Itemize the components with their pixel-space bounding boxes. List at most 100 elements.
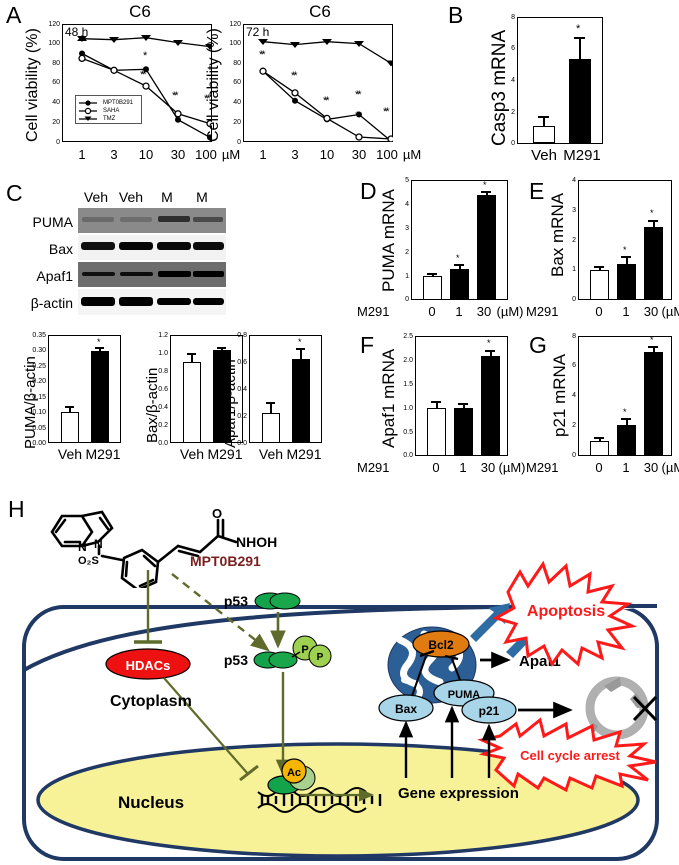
xtick: 30 bbox=[170, 147, 186, 162]
significance-marker: * bbox=[483, 180, 486, 190]
node-label-hdacs: HDACs bbox=[126, 658, 171, 673]
error-cap bbox=[296, 348, 305, 350]
xtick: M291 bbox=[85, 446, 121, 462]
bar-0um bbox=[427, 408, 446, 456]
panel-letter-f: F bbox=[360, 332, 375, 358]
bar-30um bbox=[481, 356, 500, 456]
structure-label-sulfonyl: O₂S bbox=[78, 555, 99, 567]
node-label-p53-top: p53 bbox=[224, 593, 248, 609]
error-bar bbox=[270, 402, 272, 414]
ytick: 0.6 bbox=[237, 359, 247, 366]
bar-veh bbox=[183, 362, 201, 443]
ytick: 0 bbox=[405, 296, 409, 303]
error-cap bbox=[648, 346, 658, 348]
node-label-p21: p21 bbox=[479, 704, 500, 718]
lane-label: Veh bbox=[83, 189, 109, 205]
ytick: 0 bbox=[511, 140, 515, 147]
blot-label-puma: PUMA bbox=[32, 214, 73, 230]
legend-item-label: SAHA bbox=[103, 108, 120, 114]
error-bar bbox=[221, 347, 223, 351]
ytick: 3 bbox=[405, 225, 409, 232]
error-cap bbox=[648, 220, 658, 222]
panel-letter-d: D bbox=[360, 178, 377, 204]
xtick: M291 bbox=[286, 446, 322, 462]
error-bar bbox=[599, 266, 601, 271]
significance-marker: ** bbox=[355, 89, 361, 101]
xaxis-unit: µM bbox=[402, 147, 422, 162]
error-bar bbox=[191, 353, 193, 363]
significance-marker: * bbox=[623, 407, 626, 417]
ytick: 120 bbox=[229, 21, 241, 28]
error-cap bbox=[485, 350, 495, 352]
ytick: 4 bbox=[511, 77, 515, 84]
blot-label-apaf1: Apaf1 bbox=[36, 268, 73, 284]
panel-letter-a: A bbox=[6, 2, 22, 28]
ytick: 2 bbox=[405, 249, 409, 256]
ytick: 0.5 bbox=[403, 429, 413, 436]
panel-a-chart2-title: C6 bbox=[309, 2, 331, 21]
significance-marker: * bbox=[623, 245, 626, 255]
ytick: 100 bbox=[48, 40, 60, 47]
significance-marker: * bbox=[298, 337, 301, 347]
lane-label: M bbox=[161, 189, 173, 205]
bar-veh bbox=[61, 412, 79, 443]
ytick: 120 bbox=[48, 21, 60, 28]
bar-0um bbox=[423, 276, 442, 300]
error-bar bbox=[626, 418, 628, 426]
label-gene-expression: Gene expression bbox=[398, 785, 519, 802]
ytick: 6 bbox=[511, 45, 515, 52]
panel-a-chart1-time-label: 48 h bbox=[65, 25, 89, 39]
xtick: 0 bbox=[595, 460, 603, 475]
bar-1um bbox=[617, 264, 636, 300]
ytick: 0.2 bbox=[237, 413, 247, 420]
ytick: 0.8 bbox=[237, 332, 247, 339]
ytick: 60 bbox=[52, 79, 60, 86]
ytick: 0.05 bbox=[32, 425, 46, 432]
ytick: 0.15 bbox=[32, 394, 46, 401]
compound-name-label: MPT0B291 bbox=[190, 553, 261, 569]
panel-c-bar3-ylabel: Apaf1/β-actin bbox=[222, 359, 239, 448]
significance-marker: * bbox=[97, 337, 100, 347]
xaxis-prefix: M291 bbox=[357, 304, 390, 319]
panel-letter-h: H bbox=[8, 496, 25, 522]
xtick: 0 bbox=[432, 460, 440, 475]
ytick: 1.0 bbox=[158, 350, 168, 357]
error-bar bbox=[436, 401, 438, 409]
xaxis-suffix: (µM) bbox=[498, 460, 526, 475]
xtick: 0 bbox=[428, 304, 436, 319]
bar-1um bbox=[454, 408, 473, 456]
panel-a-chart1-title: C6 bbox=[129, 2, 151, 21]
blot-band-bax bbox=[78, 235, 226, 260]
panel-a-chart2-ylabel: Cell viability (%) bbox=[205, 28, 222, 142]
error-cap bbox=[454, 264, 464, 266]
error-bar bbox=[490, 350, 492, 357]
error-bar bbox=[599, 437, 601, 442]
bar-30um bbox=[477, 195, 496, 300]
error-cap bbox=[481, 191, 491, 193]
error-bar bbox=[579, 37, 581, 60]
xtick: 30 bbox=[476, 304, 492, 319]
xtick: Veh bbox=[179, 446, 205, 462]
ytick: 100 bbox=[229, 40, 241, 47]
ytick: 6 bbox=[572, 362, 576, 369]
structure-label-ring-nitrogen: N bbox=[78, 540, 87, 554]
blot-band-puma bbox=[78, 208, 226, 233]
panel-a-chart2-series bbox=[258, 39, 393, 142]
compound-structure-mpt0b291: N N O₂S O NHOH bbox=[50, 506, 277, 588]
node-label-puma: PUMA bbox=[448, 689, 480, 701]
ytick: 60 bbox=[233, 79, 241, 86]
ytick: 0.6 bbox=[158, 386, 168, 393]
significance-marker: ** bbox=[383, 106, 389, 118]
xaxis-unit: µM bbox=[221, 147, 241, 162]
lane-label: M bbox=[196, 189, 208, 205]
xtick: Veh bbox=[57, 446, 83, 462]
xtick: 10 bbox=[319, 147, 335, 162]
ytick: 40 bbox=[52, 99, 60, 106]
bar-m291 bbox=[292, 359, 310, 443]
ytick: 4 bbox=[405, 201, 409, 208]
xaxis-suffix: (µM) bbox=[496, 304, 524, 319]
node-label-phospho-2: P bbox=[317, 652, 324, 663]
significance-marker: * bbox=[576, 23, 581, 35]
error-cap bbox=[594, 437, 604, 439]
significance-marker: ** bbox=[140, 69, 146, 81]
